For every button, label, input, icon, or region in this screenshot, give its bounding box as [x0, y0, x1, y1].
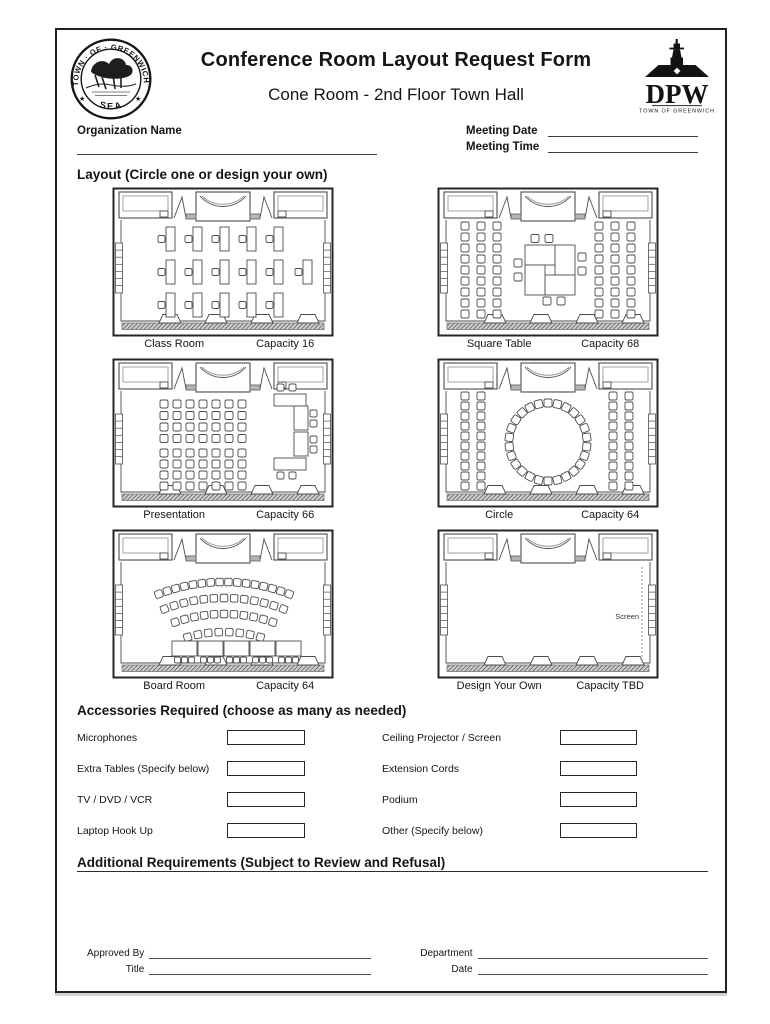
- plan-name: Class Room: [144, 338, 205, 350]
- circle-diagram: [437, 358, 659, 508]
- form-title: Conference Room Layout Request Form: [200, 49, 592, 71]
- other-input-box[interactable]: [560, 823, 637, 838]
- floor-plan-circle[interactable]: Circle Capacity 64: [437, 358, 659, 522]
- board-room-diagram: [112, 529, 334, 679]
- screen-label: Screen: [615, 612, 639, 621]
- plan-name: Presentation: [143, 509, 206, 521]
- dpw-caption: TOWN OF GREENWICH: [639, 109, 715, 115]
- additional-requirements-writein-area[interactable]: [57, 872, 725, 874]
- seal-star-left: ★: [79, 95, 85, 103]
- meeting-time-input[interactable]: [548, 141, 698, 153]
- floor-plan-grid: Class Room Capacity 16 Square Table Capa…: [112, 187, 725, 693]
- dpw-acronym: DPW: [646, 79, 709, 109]
- class-room-diagram: [112, 187, 334, 337]
- meeting-fields: Meeting Date Meeting Time: [466, 125, 698, 157]
- meeting-time-field: Meeting Time: [466, 141, 698, 153]
- approval-signature-group: Approved By Title: [87, 948, 372, 975]
- floor-plan-presentation[interactable]: Presentation Capacity 66: [112, 358, 334, 522]
- header-titles: Conference Room Layout Request Form Cone…: [153, 37, 639, 105]
- plan-capacity: Capacity 66: [256, 509, 315, 521]
- floor-plan-square-table[interactable]: Square Table Capacity 68: [437, 187, 659, 351]
- plan-capacity: Capacity 64: [581, 509, 640, 521]
- organization-name-input[interactable]: [77, 154, 377, 155]
- plan-name: Board Room: [143, 680, 206, 692]
- laptop-hookup-label: Laptop Hook Up: [77, 824, 153, 837]
- class-room-caption: Class Room Capacity 16: [112, 338, 334, 351]
- plan-capacity: Capacity 16: [256, 338, 315, 350]
- floor-plan-class-room[interactable]: Class Room Capacity 16: [112, 187, 334, 351]
- additional-requirements-heading: Additional Requirements (Subject to Revi…: [77, 855, 708, 872]
- microphones-label: Microphones: [77, 731, 138, 744]
- square-table-diagram: [437, 187, 659, 337]
- extra-tables-label: Extra Tables (Specify below): [77, 762, 210, 775]
- plan-name: Design Your Own: [456, 680, 542, 692]
- other-label: Other (Specify below): [382, 824, 483, 837]
- design-your-own-caption: Design Your Own Capacity TBD: [437, 680, 659, 693]
- department-signature-group: Department Date: [420, 948, 708, 975]
- plan-capacity: Capacity 64: [256, 680, 315, 692]
- meeting-date-label: Meeting Date: [466, 125, 538, 137]
- plan-name: Square Table: [466, 338, 532, 350]
- dpw-logo: DPW TOWN OF GREENWICH: [639, 39, 715, 115]
- accessories-heading: Accessories Required (choose as many as …: [77, 703, 407, 718]
- form-subtitle: Cone Room - 2nd Floor Town Hall: [268, 85, 524, 104]
- microphones-input-box[interactable]: [227, 730, 305, 745]
- plan-capacity: Capacity 68: [581, 338, 640, 350]
- design-your-own-diagram: Screen: [437, 529, 659, 679]
- board-room-caption: Board Room Capacity 64: [112, 680, 334, 693]
- tv-dvd-vcr-input-box[interactable]: [227, 792, 305, 807]
- podium-label: Podium: [382, 793, 418, 806]
- organization-name-label: Organization Name: [77, 125, 182, 137]
- extension-cords-label: Extension Cords: [382, 762, 460, 775]
- ceiling-projector-label: Ceiling Projector / Screen: [382, 731, 502, 744]
- circle-caption: Circle Capacity 64: [437, 509, 659, 522]
- layout-section-heading: Layout (Circle one or design your own): [77, 167, 328, 182]
- top-fields-row: Organization Name Meeting Date Meeting T…: [57, 125, 725, 157]
- square-table-caption: Square Table Capacity 68: [437, 338, 659, 351]
- floor-plan-board-room[interactable]: Board Room Capacity 64: [112, 529, 334, 693]
- tv-dvd-vcr-label: TV / DVD / VCR: [77, 793, 153, 806]
- plan-name: Circle: [485, 509, 514, 521]
- seal-engraving: [85, 58, 137, 96]
- approved-by-input[interactable]: [149, 949, 372, 959]
- floor-plan-design-your-own[interactable]: Screen Design Your Own Capacity TBD: [437, 529, 659, 693]
- request-form-page: TOWN · OF · GREENWICH · CONN. SEAL ★ ★ C…: [55, 28, 727, 993]
- form-header: TOWN · OF · GREENWICH · CONN. SEAL ★ ★ C…: [57, 30, 725, 121]
- extra-tables-input-box[interactable]: [227, 761, 305, 776]
- ceiling-projector-input-box[interactable]: [560, 730, 637, 745]
- laptop-hookup-input-box[interactable]: [227, 823, 305, 838]
- approved-by-label: Approved By: [87, 948, 145, 959]
- presentation-diagram: [112, 358, 334, 508]
- organization-name-field: Organization Name: [77, 125, 377, 157]
- seal-star-right: ★: [135, 95, 141, 103]
- department-input[interactable]: [477, 949, 708, 959]
- date-input[interactable]: [477, 965, 708, 975]
- presentation-caption: Presentation Capacity 66: [112, 509, 334, 522]
- title-label: Title: [125, 964, 145, 975]
- title-input[interactable]: [149, 965, 372, 975]
- meeting-time-label: Meeting Time: [466, 141, 540, 153]
- meeting-date-field: Meeting Date: [466, 125, 698, 137]
- date-label: Date: [451, 964, 473, 975]
- accessories-grid: Microphones Ceiling Projector / Screen E…: [77, 730, 725, 838]
- meeting-date-input[interactable]: [548, 125, 698, 137]
- plan-capacity: Capacity TBD: [576, 680, 644, 692]
- extension-cords-input-box[interactable]: [560, 761, 637, 776]
- podium-input-box[interactable]: [560, 792, 637, 807]
- signature-block: Approved By Title Department Date: [57, 948, 725, 975]
- department-label: Department: [420, 948, 473, 959]
- town-seal-logo: TOWN · OF · GREENWICH · CONN. SEAL ★ ★: [69, 37, 152, 120]
